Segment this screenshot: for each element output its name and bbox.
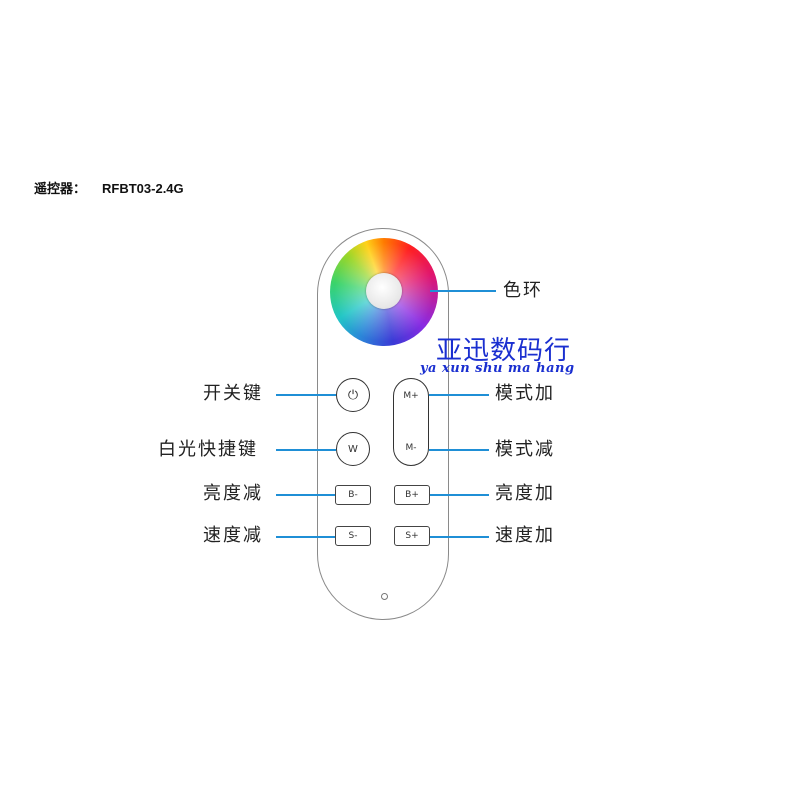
indicator-led bbox=[381, 593, 388, 600]
color-wheel-center bbox=[366, 273, 402, 309]
diagram-title: 遥控器： RFBT03-2.4G bbox=[34, 178, 184, 197]
label-mode-down: 模式减 bbox=[495, 439, 555, 460]
label-speed-down: 速度减 bbox=[203, 525, 263, 546]
brightness-plus-button: B+ bbox=[394, 485, 430, 505]
speed-plus-label: S+ bbox=[405, 531, 419, 541]
leader-line-power bbox=[276, 394, 336, 396]
white-button-label: W bbox=[348, 443, 358, 455]
label-power-key: 开关键 bbox=[203, 383, 263, 404]
leader-line-brightness-down bbox=[276, 494, 335, 496]
label-brightness-down: 亮度减 bbox=[203, 483, 263, 504]
label-speed-up: 速度加 bbox=[495, 525, 555, 546]
leader-line-white bbox=[276, 449, 336, 451]
mode-rocker: M+ M- bbox=[393, 378, 429, 466]
leader-line-brightness-up bbox=[430, 494, 489, 496]
mode-plus-label: M+ bbox=[403, 391, 419, 401]
brightness-minus-label: B- bbox=[348, 490, 358, 500]
label-brightness-up: 亮度加 bbox=[495, 483, 555, 504]
leader-line-color-ring bbox=[430, 290, 496, 292]
speed-minus-label: S- bbox=[348, 531, 358, 541]
white-button: W bbox=[336, 432, 370, 466]
power-button: ⏻ bbox=[336, 378, 370, 412]
watermark-chinese: 亚迅数码行 bbox=[436, 336, 572, 366]
brightness-minus-button: B- bbox=[335, 485, 371, 505]
leader-line-speed-down bbox=[276, 536, 335, 538]
label-white-shortcut: 白光快捷键 bbox=[158, 439, 258, 460]
label-mode-up: 模式加 bbox=[495, 383, 555, 404]
mode-minus-label: M- bbox=[405, 443, 417, 453]
speed-minus-button: S- bbox=[335, 526, 371, 546]
leader-line-mode-down bbox=[429, 449, 489, 451]
power-icon: ⏻ bbox=[347, 387, 359, 403]
leader-line-mode-up bbox=[429, 394, 489, 396]
watermark-pinyin: ya xun shu ma hang bbox=[420, 361, 575, 376]
title-model: RFBT03-2.4G bbox=[102, 181, 184, 196]
brightness-plus-label: B+ bbox=[405, 490, 419, 500]
leader-line-speed-up bbox=[430, 536, 489, 538]
title-label: 遥控器： bbox=[34, 182, 87, 197]
label-color-ring: 色环 bbox=[503, 280, 543, 301]
speed-plus-button: S+ bbox=[394, 526, 430, 546]
